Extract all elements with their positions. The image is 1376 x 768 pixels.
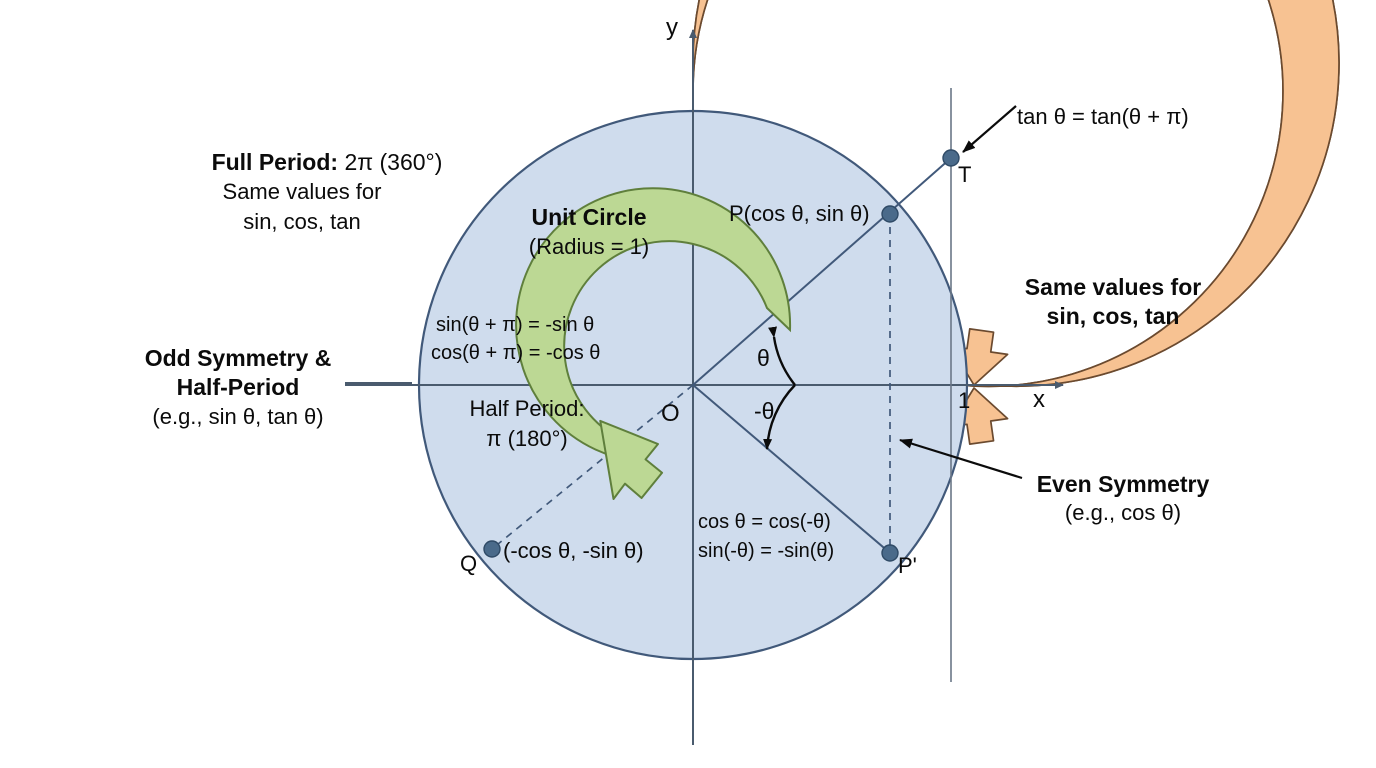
ray-to-p-prime	[692, 384, 891, 554]
right-same-values-line1: Same values for	[1024, 274, 1202, 300]
full-period-label: Full Period:	[211, 149, 339, 176]
tangent-identity-label: tan θ = tan(θ + π)	[1017, 104, 1189, 129]
leader-arrow-tangent	[962, 105, 1017, 153]
odd-symmetry-line3: (e.g., sin θ, tan θ)	[152, 404, 324, 429]
half-period-identity-line1: sin(θ + π) = -sin θ	[436, 314, 595, 336]
angle-theta-label: θ	[757, 345, 770, 371]
point-t	[942, 149, 960, 167]
angle-negative-theta-label: -θ	[754, 398, 775, 424]
origin-label: O	[661, 400, 680, 427]
even-symmetry-line1: Even Symmetry	[1036, 471, 1210, 497]
point-q	[483, 540, 501, 558]
odd-symmetry-line2: Half-Period	[176, 374, 300, 400]
green-arrowhead	[599, 419, 664, 500]
full-period-sub-line2: sin, cos, tan	[243, 209, 361, 234]
point-q-name-label: Q	[460, 551, 478, 576]
point-q-coords-label: (-cos θ, -sin θ)	[503, 538, 644, 563]
half-period-identity-line2: cos(θ + π) = -cos θ	[431, 342, 601, 364]
point-p-prime-name-label: P'	[898, 553, 917, 578]
point-p-prime	[881, 544, 899, 562]
even-odd-identity-line1: cos θ = cos(-θ)	[698, 511, 831, 533]
green-arc-band	[515, 187, 792, 464]
right-same-values-line2: sin, cos, tan	[1046, 303, 1180, 329]
even-symmetry-line2: (e.g., cos θ)	[1064, 500, 1182, 525]
odd-symmetry-line1: Odd Symmetry &	[144, 345, 332, 371]
unit-circle-radius: (Radius = 1)	[528, 234, 650, 259]
full-period-value: 2π (360°)	[338, 149, 443, 176]
half-period-line2: π (180°)	[486, 426, 568, 451]
ray-to-t	[692, 157, 952, 386]
point-t-name-label: T	[958, 162, 972, 187]
point-p-coords-label: P(cos θ, sin θ)	[729, 201, 870, 226]
full-period-sub-line1: Same values for	[222, 179, 382, 204]
angle-arc-theta	[768, 326, 796, 386]
unit-circle-title: Unit Circle	[531, 204, 647, 230]
full-period-heading: Full Period: 2π (360°)	[186, 122, 443, 203]
half-period-green-arrow	[515, 187, 792, 500]
leader-arrow-even-symmetry	[899, 438, 1023, 480]
half-period-line1: Half Period:	[469, 396, 585, 421]
unit-tick-label: 1	[958, 388, 971, 413]
y-axis-label: y	[666, 14, 678, 41]
dashed-ray-to-q	[491, 384, 694, 550]
even-odd-identity-line2: sin(-θ) = -sin(θ)	[698, 540, 835, 562]
x-axis-label: x	[1033, 386, 1045, 413]
angle-arc-negative-theta	[763, 384, 796, 450]
point-p	[881, 205, 899, 223]
